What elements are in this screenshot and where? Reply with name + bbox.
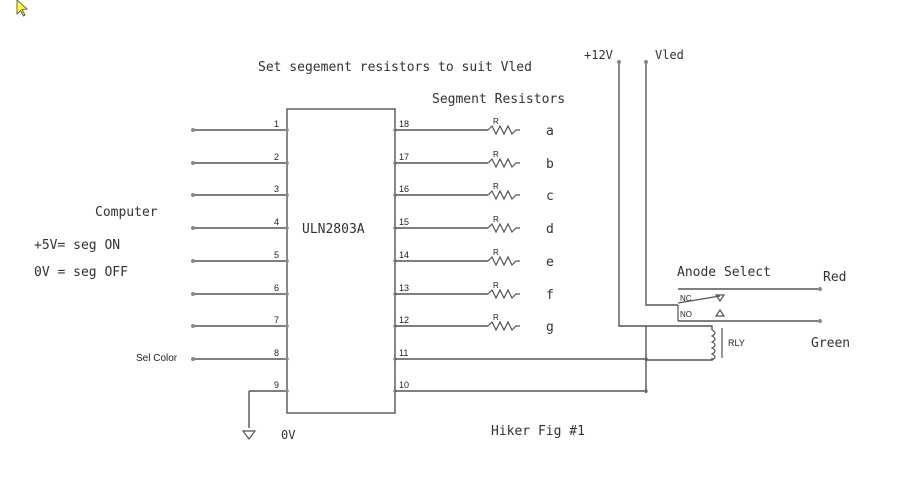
seg-off-label: 0V = seg OFF — [34, 265, 128, 280]
left-pin-node-1 — [285, 128, 289, 132]
resistor-icon — [487, 320, 520, 332]
resistor-label: R — [493, 215, 499, 224]
resistor-icon — [487, 288, 520, 300]
left-pin-terminal-6 — [191, 292, 195, 296]
sel-color-label: Sel Color — [136, 353, 178, 364]
resistor-label: R — [493, 281, 499, 290]
segment-label-g: g — [546, 320, 554, 335]
relay-coil-label: RLY — [728, 338, 745, 348]
left-pin-node-6 — [285, 292, 289, 296]
rail-12v — [618, 62, 646, 327]
resistor-icon — [487, 157, 520, 169]
left-pin-node-4 — [285, 226, 289, 230]
right-pin-number: 17 — [399, 152, 409, 162]
right-pin-number: 14 — [399, 250, 409, 260]
left-pin-terminal-7 — [191, 324, 195, 328]
red-terminal — [818, 287, 822, 291]
left-pin-terminal-2 — [191, 161, 195, 165]
supply-vled-label: Vled — [655, 48, 684, 62]
resistor-label: R — [493, 182, 499, 191]
left-pin-node-7 — [285, 324, 289, 328]
resistor-label: R — [493, 150, 499, 159]
left-pin-number: 9 — [274, 380, 279, 390]
relay-coil-top-wire — [646, 325, 713, 330]
segment-label-d: d — [546, 222, 554, 237]
right-pin-number: 15 — [399, 217, 409, 227]
left-pin-terminal-1 — [191, 128, 195, 132]
right-pin-number: 11 — [399, 348, 408, 358]
right-pin-number: 13 — [399, 283, 409, 293]
supply-12v-label: +12V — [584, 48, 613, 62]
segment-label-c: c — [546, 189, 554, 204]
left-pin-terminal-8 — [191, 357, 195, 361]
rail-12v-terminal — [617, 60, 621, 64]
green-terminal — [818, 319, 822, 323]
left-pin-number: 7 — [274, 315, 279, 325]
rail-vled-terminal — [644, 60, 648, 64]
left-pin-number: 3 — [274, 184, 279, 194]
left-pin-number: 4 — [274, 217, 279, 227]
red-label: Red — [823, 270, 846, 285]
green-label: Green — [811, 336, 850, 351]
left-pin-node-9 — [285, 389, 289, 393]
right-pin-number: 18 — [399, 119, 409, 129]
resistor-label: R — [493, 248, 499, 257]
segment-label-f: f — [546, 288, 554, 303]
resistor-icon — [487, 124, 520, 136]
right-pin-number: 16 — [399, 184, 409, 194]
left-pin-terminal-4 — [191, 226, 195, 230]
relay-contact-arm — [677, 295, 721, 304]
right-pin-number: 10 — [399, 380, 409, 390]
left-pin-terminal-3 — [191, 193, 195, 197]
segment-label-a: a — [546, 124, 554, 139]
anode-select-label: Anode Select — [677, 265, 771, 280]
resistor-icon — [487, 189, 520, 201]
chip-label: ULN2803A — [302, 222, 365, 237]
left-pin-number: 1 — [274, 119, 279, 129]
left-pin-number: 6 — [274, 283, 279, 293]
left-pin-number: 5 — [274, 250, 279, 260]
relay-coil-bottom-wire — [646, 358, 713, 361]
relay-nc-label: NC — [680, 294, 692, 303]
left-pin-number: 2 — [274, 152, 279, 162]
relay-nc-contact — [714, 294, 726, 303]
ground-label: 0V — [281, 428, 295, 442]
left-pin-node-3 — [285, 193, 289, 197]
computer-label: Computer — [95, 205, 158, 220]
figure-caption: Hiker Fig #1 — [491, 424, 585, 439]
ground-symbol-icon — [241, 430, 257, 440]
resistor-heading: Segment Resistors — [432, 92, 565, 107]
resistor-label: R — [493, 313, 499, 322]
segment-label-e: e — [546, 255, 554, 270]
header-note: Set segement resistors to suit Vled — [258, 60, 532, 75]
left-pin-number: 8 — [274, 348, 279, 358]
left-pin-node-2 — [285, 161, 289, 165]
relay-coil-icon — [710, 329, 716, 361]
left-pin-group: 1 2 3 4 5 6 7 8 9 — [191, 119, 289, 393]
resistor-icon — [487, 255, 520, 267]
relay-no-label: NO — [680, 310, 692, 319]
right-pin-number: 12 — [399, 315, 409, 325]
left-pin-terminal-5 — [191, 259, 195, 263]
resistor-icon — [487, 222, 520, 234]
left-pin-node-8 — [285, 357, 289, 361]
resistor-label: R — [493, 117, 499, 126]
relay-no-contact — [714, 308, 726, 317]
left-pin-node-5 — [285, 259, 289, 263]
uln2803a-chip — [286, 108, 396, 414]
seg-on-label: +5V= seg ON — [34, 238, 120, 253]
cursor-arrow-icon — [16, 0, 28, 17]
rail-vled — [645, 62, 678, 306]
segment-label-b: b — [546, 157, 554, 172]
